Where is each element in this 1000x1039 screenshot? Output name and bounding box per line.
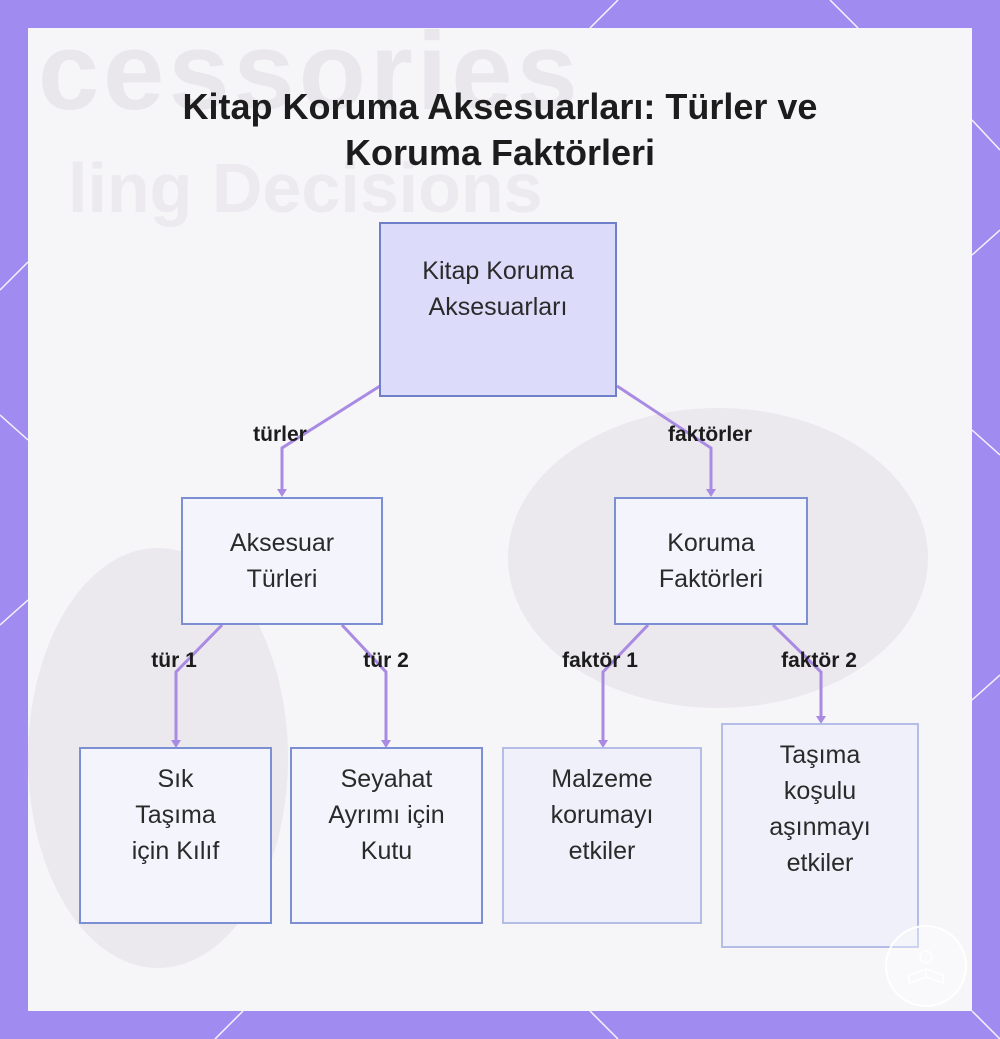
background-ghost-graphic: ling Decisions	[68, 149, 543, 227]
edge-label-root-factors: faktörler	[667, 423, 753, 446]
edge-label-factors-factor1: faktör 1	[562, 649, 638, 672]
node-type1: Sık Taşıma için Kılıf	[79, 747, 272, 924]
arrowhead	[381, 740, 391, 748]
node-factor1: Malzeme korumayı etkiler	[502, 747, 702, 924]
edge-factors-factor2	[771, 623, 823, 718]
edge-label-factors-factor2: faktör 2	[781, 649, 857, 672]
node-root: Kitap Koruma Aksesuarları	[379, 222, 617, 397]
edge-root-factors	[616, 384, 713, 491]
node-types-label: Aksesuar Türleri	[229, 529, 335, 593]
node-factor2-label: Taşıma koşulu aşınmayı etkiler	[769, 741, 871, 877]
edge-types-type1	[174, 623, 224, 742]
node-factor1-label: Malzeme korumayı etkiler	[550, 765, 654, 865]
arrowhead	[171, 740, 181, 748]
arrowhead	[277, 489, 287, 497]
edge-factors-factor1	[601, 623, 650, 742]
node-factors: Koruma Faktörleri	[614, 497, 808, 625]
arrowhead	[598, 740, 608, 748]
node-factors-label: Koruma Faktörleri	[658, 529, 764, 593]
node-type2: Seyahat Ayrımı için Kutu	[290, 747, 483, 924]
watermark-logo-icon	[885, 925, 967, 1007]
arrowhead	[816, 716, 826, 724]
edge-label-types-type1: tür 1	[151, 649, 197, 672]
arrowhead	[706, 489, 716, 497]
edge-label-root-types: türler	[253, 423, 307, 446]
node-type2-label: Seyahat Ayrımı için Kutu	[328, 765, 445, 865]
edge-root-types	[280, 384, 381, 491]
node-root-label: Kitap Koruma Aksesuarları	[422, 256, 574, 321]
background-ghost-graphic: cessories	[38, 28, 582, 133]
node-types: Aksesuar Türleri	[181, 497, 383, 625]
edge-types-type2	[340, 623, 388, 742]
node-type1-label: Sık Taşıma için Kılıf	[131, 765, 220, 865]
edge-label-types-type2: tür 2	[363, 649, 409, 672]
node-factor2: Taşıma koşulu aşınmayı etkiler	[721, 723, 919, 948]
diagram-title: Kitap Koruma Aksesuarları: Türler ve Kor…	[182, 86, 818, 173]
